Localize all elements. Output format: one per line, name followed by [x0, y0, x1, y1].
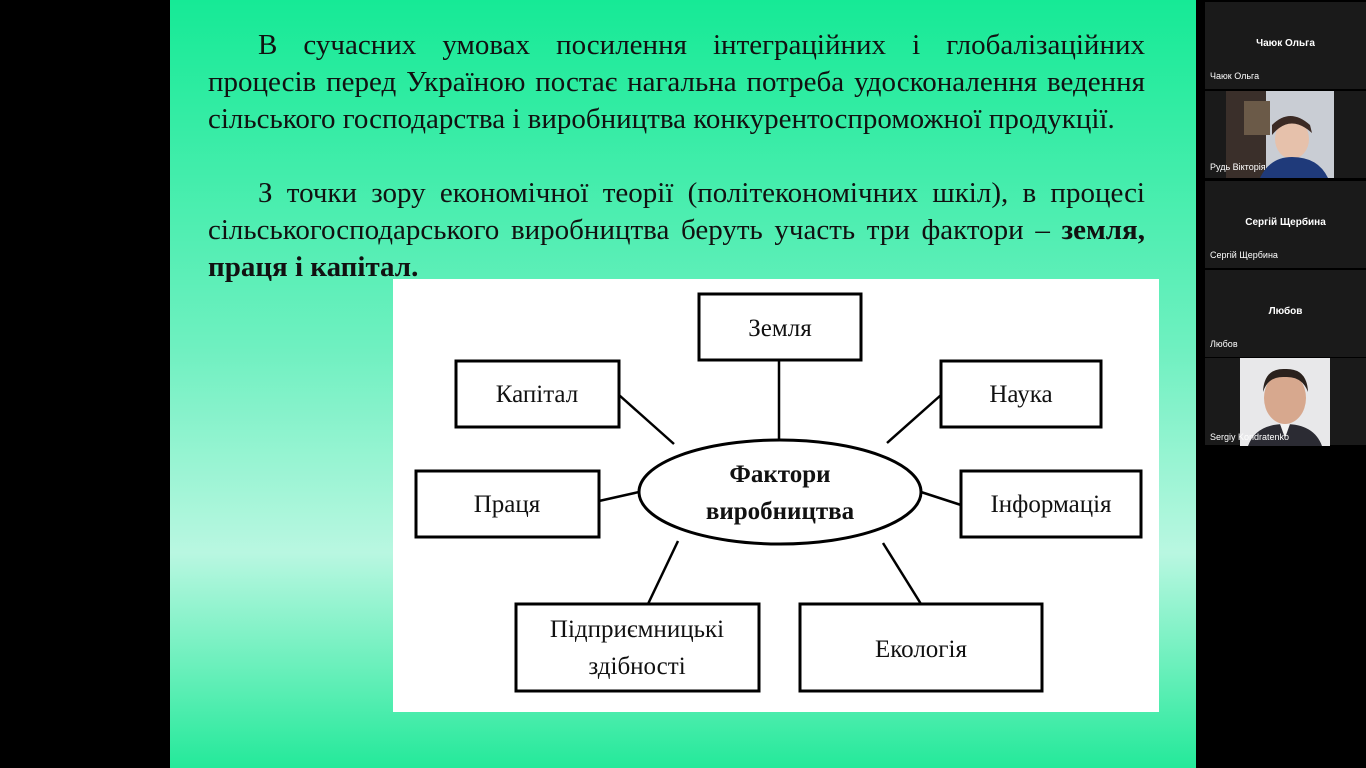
- slide-paragraph-1: В сучасних умовах посилення інтеграційни…: [208, 29, 1145, 135]
- paragraph-2-text: З точки зору економічної теорії (політек…: [208, 177, 1145, 246]
- node-ekolohiia-label: Екологія: [875, 636, 967, 663]
- participant-tile[interactable]: Чаюк Ольга Чаюк Ольга: [1205, 2, 1366, 89]
- presentation-slide: В сучасних умовах посилення інтеграційни…: [170, 0, 1196, 768]
- participant-title: Чаюк Ольга: [1256, 38, 1315, 49]
- connector-pratsia: [598, 490, 640, 503]
- center-ellipse: [637, 438, 923, 546]
- center-label-2: виробництва: [706, 498, 855, 525]
- node-pidpr-label-2: здібності: [588, 653, 685, 680]
- connector-ekolohiia: [881, 542, 923, 605]
- connector-nauka: [886, 394, 942, 444]
- participant-tile[interactable]: Рудь Вікторія: [1205, 91, 1366, 178]
- participant-video-frame: [1240, 358, 1330, 446]
- node-nauka-label: Наука: [989, 381, 1052, 408]
- connector-kapital: [618, 394, 675, 445]
- participant-video-label: Sergiy Kondratenko: [1210, 432, 1290, 442]
- participant-video-frame: [1226, 91, 1334, 178]
- node-pidpr-box: [514, 602, 761, 693]
- factors-diagram-svg: Земля Капітал Наука Праця Інформація Під…: [414, 292, 1143, 693]
- node-pratsia-box: [414, 469, 601, 539]
- node-pidpr-label-1: Підприємницькі: [550, 616, 724, 643]
- factors-diagram: Земля Капітал Наука Праця Інформація Під…: [393, 279, 1159, 712]
- node-informatsiia-box: [959, 469, 1143, 539]
- participant-name: Сергій Щербина: [1210, 250, 1278, 260]
- participant-title: Сергій Щербина: [1245, 217, 1326, 228]
- node-ekolohiia-box: [798, 602, 1044, 693]
- participant-name: Любов: [1210, 339, 1238, 349]
- participant-title: Любов: [1268, 306, 1303, 317]
- node-kapital-box: [454, 359, 621, 429]
- node-nauka-box: [939, 359, 1103, 429]
- participant-video: [1226, 91, 1334, 178]
- participant-video: [1240, 358, 1330, 446]
- node-kapital-label: Капітал: [496, 381, 578, 408]
- participant-tile[interactable]: Сергій Щербина Сергій Щербина: [1205, 181, 1366, 268]
- node-pratsia-label: Праця: [474, 491, 541, 518]
- node-informatsiia-label: Інформація: [990, 491, 1112, 518]
- slide-paragraph-2: З точки зору економічної теорії (політек…: [208, 175, 1145, 286]
- participant-name: Чаюк Ольга: [1210, 71, 1260, 81]
- participant-tile[interactable]: Sergiy Kondratenko: [1205, 358, 1366, 446]
- connector-informatsiia: [920, 490, 962, 507]
- paragraph-2-bold: земля, праця і капітал.: [208, 214, 1145, 283]
- node-zemlia-label: Земля: [748, 315, 812, 342]
- participant-tile[interactable]: Любов Любов: [1205, 270, 1366, 357]
- center-label-1: Фактори: [729, 461, 830, 488]
- participant-video-label: Рудь Вікторія: [1210, 162, 1266, 172]
- node-zemlia-box: [697, 292, 863, 362]
- participants-panel: Чаюк Ольга Чаюк Ольга Рудь Вікторія Серг…: [1205, 0, 1366, 768]
- connector-pidpr: [646, 540, 680, 605]
